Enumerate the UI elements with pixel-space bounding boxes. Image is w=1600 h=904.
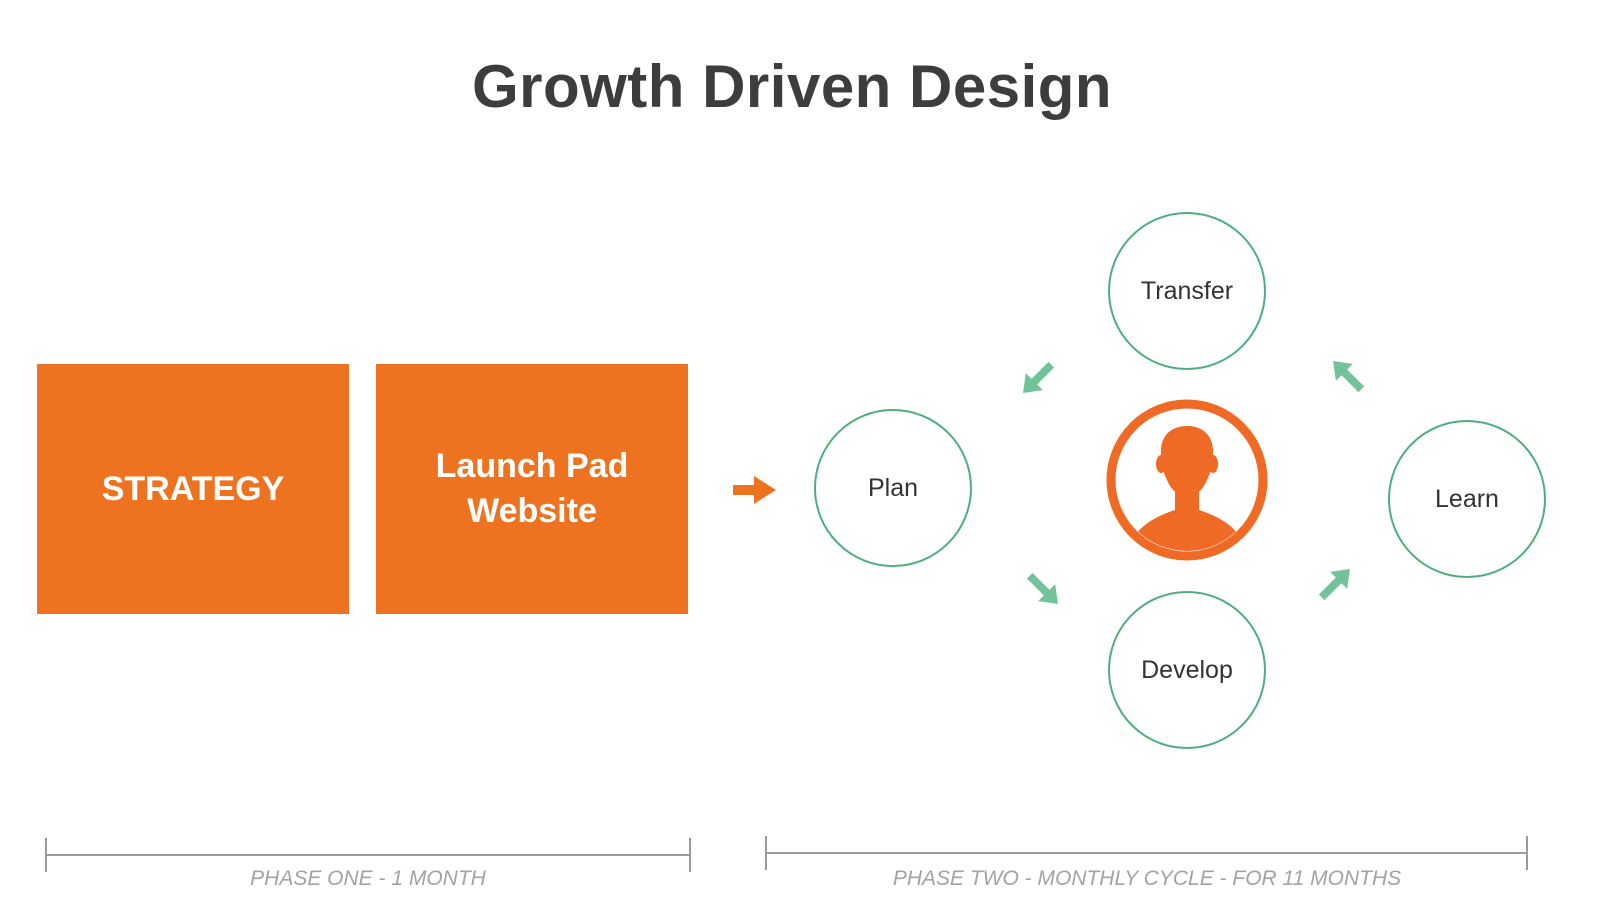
cycle-node-transfer: Transfer xyxy=(1108,212,1266,370)
cycle-node-develop: Develop xyxy=(1108,591,1266,749)
strategy-box: STRATEGY xyxy=(37,364,349,614)
learn-label: Learn xyxy=(1435,484,1499,513)
person-silhouette-icon xyxy=(1106,399,1268,561)
launch-pad-website-box: Launch Pad Website xyxy=(376,364,688,614)
arrow-plan-to-develop-icon xyxy=(1026,572,1058,604)
phase-one-bracket xyxy=(45,838,691,872)
phase-one-label: PHASE ONE - 1 MONTH xyxy=(250,867,486,890)
plan-label: Plan xyxy=(867,473,919,502)
cycle-node-plan: Plan xyxy=(814,409,972,567)
launch-pad-label: Launch Pad xyxy=(435,447,629,485)
website-label: Website xyxy=(467,492,597,530)
cycle-node-learn: Learn xyxy=(1388,420,1546,578)
arrow-learn-to-transfer-icon xyxy=(1333,361,1365,393)
develop-label: Develop xyxy=(1141,655,1233,684)
strategy-label: STRATEGY xyxy=(101,469,285,508)
phase-two-bracket xyxy=(765,836,1528,870)
transfer-label: Transfer xyxy=(1140,276,1234,305)
arrow-transfer-to-plan-icon xyxy=(1023,361,1055,393)
page-title: Growth Driven Design xyxy=(471,53,1113,120)
phase-two-label: PHASE TWO - MONTHLY CYCLE - FOR 11 MONTH… xyxy=(892,867,1402,890)
arrow-develop-to-learn-icon xyxy=(1318,569,1350,601)
